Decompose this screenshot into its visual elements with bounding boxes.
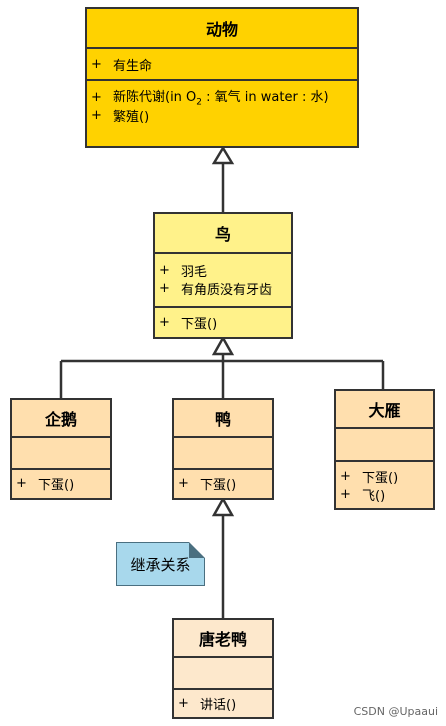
attribute-row: + 有生命	[91, 55, 357, 74]
note-text: 继承关系	[130, 555, 191, 574]
method-text: 下蛋()	[38, 477, 75, 493]
visibility-marker: +	[340, 486, 351, 502]
class-donald-duck[interactable]: 唐老鸭 + 讲话()	[172, 618, 274, 719]
class-animal-name: 动物	[205, 20, 238, 39]
method-row: + 下蛋()	[159, 313, 291, 332]
method-text: 下蛋()	[181, 316, 218, 332]
class-duck-name: 鸭	[214, 410, 231, 429]
class-penguin-name: 企鹅	[44, 410, 77, 429]
class-duck-methods: + 下蛋()	[174, 468, 272, 498]
class-bird-name: 鸟	[214, 225, 231, 244]
inheritance-note[interactable]: 继承关系	[116, 542, 205, 586]
method-text: 讲话()	[200, 697, 237, 713]
class-animal[interactable]: 动物 + 有生命 + 新陈代谢(in O2 : 氧气 in water : 水)…	[85, 7, 359, 148]
attribute-text: 羽毛	[181, 264, 208, 280]
class-bird-methods: + 下蛋()	[155, 306, 291, 337]
method-row: + 繁殖()	[91, 106, 357, 125]
arrow-bird	[211, 335, 235, 356]
visibility-marker: +	[159, 262, 170, 278]
class-donald-duck-name: 唐老鸭	[198, 630, 247, 649]
class-donald-duck-attributes	[174, 656, 272, 688]
visibility-marker: +	[91, 56, 102, 72]
class-penguin-attributes	[12, 436, 110, 468]
visibility-marker: +	[91, 89, 102, 105]
arrow-duck	[211, 496, 235, 517]
attribute-row: + 有角质没有牙齿	[159, 279, 291, 298]
class-goose[interactable]: 大雁 + 下蛋() + 飞()	[334, 389, 435, 510]
watermark: CSDN @Upaaui	[353, 705, 438, 718]
method-text: 新陈代谢(in O2 : 氧气 in water : 水)	[113, 90, 329, 108]
class-bird-attributes: + 羽毛 + 有角质没有牙齿	[155, 252, 291, 306]
method-row: + 新陈代谢(in O2 : 氧气 in water : 水)	[91, 88, 357, 108]
visibility-marker: +	[16, 475, 27, 491]
class-duck[interactable]: 鸭 + 下蛋()	[172, 398, 274, 500]
class-animal-methods: + 新陈代谢(in O2 : 氧气 in water : 水) + 繁殖()	[87, 79, 357, 146]
class-goose-name: 大雁	[368, 401, 401, 420]
class-animal-attributes: + 有生命	[87, 47, 357, 79]
arrow-animal	[211, 145, 235, 165]
visibility-marker: +	[159, 314, 170, 330]
method-row: + 下蛋()	[16, 474, 110, 493]
class-goose-methods: + 下蛋() + 飞()	[336, 460, 433, 508]
visibility-marker: +	[178, 475, 189, 491]
method-row: + 讲话()	[178, 694, 272, 713]
method-row: + 下蛋()	[178, 474, 272, 493]
class-penguin-methods: + 下蛋()	[12, 468, 110, 498]
visibility-marker: +	[159, 280, 170, 296]
attribute-text: 有角质没有牙齿	[181, 282, 273, 298]
method-row: + 下蛋()	[340, 467, 433, 486]
visibility-marker: +	[178, 695, 189, 711]
class-penguin[interactable]: 企鹅 + 下蛋()	[10, 398, 112, 500]
method-text: 繁殖()	[113, 109, 150, 125]
visibility-marker: +	[91, 107, 102, 123]
method-row: + 飞()	[340, 485, 433, 504]
class-donald-duck-methods: + 讲话()	[174, 688, 272, 717]
class-goose-attributes	[336, 427, 433, 460]
class-duck-attributes	[174, 436, 272, 468]
method-text: 飞()	[362, 488, 386, 504]
class-bird[interactable]: 鸟 + 羽毛 + 有角质没有牙齿 + 下蛋()	[153, 212, 293, 339]
method-text: 下蛋()	[200, 477, 237, 493]
attribute-text: 有生命	[113, 58, 153, 74]
attribute-row: + 羽毛	[159, 261, 291, 280]
method-text: 下蛋()	[362, 470, 399, 486]
visibility-marker: +	[340, 468, 351, 484]
note-fold-icon	[189, 542, 205, 558]
